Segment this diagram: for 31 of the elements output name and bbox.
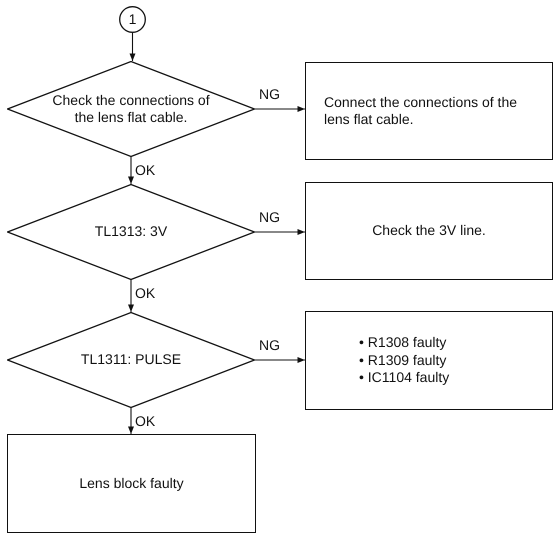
node-text: Check the connections of the lens flat cable. (51, 92, 211, 126)
process-box (7, 434, 256, 533)
node-text: Connect the connections of the lens flat cable. (324, 94, 518, 128)
edge-label: OK (134, 163, 156, 178)
decision-diamond (7, 61, 255, 157)
node-text: 1 (128, 10, 136, 28)
node-text: TL1311: PULSE (80, 351, 182, 369)
list-item: • R1309 faulty (359, 352, 448, 370)
connector-circle (119, 6, 146, 33)
arrow (255, 228, 305, 236)
edge-label: NG (258, 210, 281, 226)
decision-diamond (7, 312, 255, 408)
edge-label: OK (134, 286, 156, 302)
arrow (128, 157, 134, 184)
node-text: TL1313: 3V (94, 223, 168, 241)
node-text: Check the 3V line. (372, 222, 486, 240)
edge-label: NG (258, 338, 281, 354)
list-item: • R1308 faulty (359, 334, 448, 352)
arrow (129, 33, 136, 61)
node-text: Lens block faulty (79, 474, 184, 492)
decision-diamond (7, 184, 255, 280)
process-box (305, 311, 553, 410)
process-box (305, 62, 553, 160)
edge-label: OK (134, 414, 156, 430)
arrow (255, 356, 305, 364)
edge-label: NG (258, 87, 281, 102)
arrow (128, 408, 134, 434)
list-item: • IC1104 faulty (359, 369, 450, 387)
process-box (305, 182, 553, 280)
arrow (128, 280, 134, 312)
arrow (255, 106, 305, 112)
